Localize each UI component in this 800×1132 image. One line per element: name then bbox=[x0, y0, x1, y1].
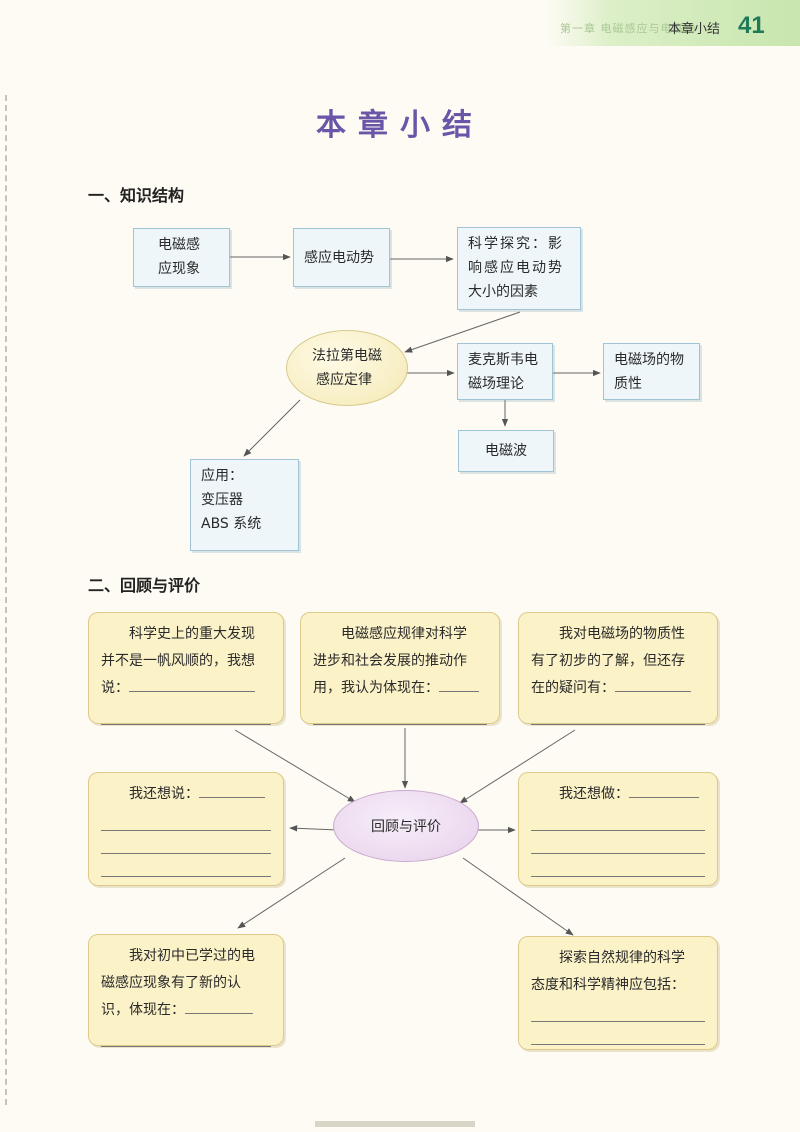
node-applications: 应用： 变压器 ABS 系统 bbox=[190, 459, 299, 551]
arrow-faraday-to-applications bbox=[243, 399, 301, 457]
card-line: 用，我认为体现在： bbox=[313, 680, 439, 696]
node-maxwell-theory: 麦克斯韦电 磁场理论 bbox=[457, 343, 553, 400]
node-line: 电磁场的物 bbox=[614, 352, 684, 368]
card-line: 我对初中已学过的电 bbox=[129, 948, 255, 964]
card-line: 有了初步的了解，但还存 bbox=[531, 653, 685, 669]
arrow-topright-to-center bbox=[459, 729, 576, 804]
arrow-topleft-to-center bbox=[234, 729, 356, 803]
answer-blank[interactable] bbox=[199, 781, 265, 798]
card-line: 探索自然规律的科学 bbox=[559, 950, 685, 966]
answer-blank[interactable] bbox=[629, 781, 699, 798]
node-induced-emf: 感应电动势 bbox=[293, 228, 390, 287]
node-faraday-law: 法拉第电磁 感应定律 bbox=[286, 330, 408, 406]
card-want-to-say: 我还想说： bbox=[88, 772, 284, 886]
card-new-understanding: 我对初中已学过的电 磁感应现象有了新的认 识，体现在： bbox=[88, 934, 284, 1047]
node-line: 大小的因素 bbox=[468, 284, 538, 300]
card-law-promotion: 电磁感应规律对科学 进步和社会发展的推动作 用，我认为体现在： bbox=[300, 612, 500, 725]
answer-blank[interactable] bbox=[439, 675, 479, 692]
answer-line[interactable] bbox=[531, 831, 705, 854]
card-scientific-attitude: 探索自然规律的科学 态度和科学精神应包括： bbox=[518, 936, 718, 1050]
arrow-center-to-botleft bbox=[237, 857, 346, 929]
answer-line[interactable] bbox=[531, 999, 705, 1022]
section-heading-knowledge-structure: 一、知识结构 bbox=[88, 186, 185, 205]
card-history-discovery: 科学史上的重大发现 并不是一帆风顺的，我想 说： bbox=[88, 612, 284, 725]
node-line: 应现象 bbox=[158, 261, 200, 277]
margin-dashed-line bbox=[5, 95, 7, 1105]
card-line: 电磁感应规律对科学 bbox=[341, 626, 467, 642]
card-line: 在的疑问有： bbox=[531, 680, 615, 696]
header-section-name: 本章小结 bbox=[668, 22, 721, 37]
answer-line[interactable] bbox=[101, 831, 271, 854]
card-line: 科学史上的重大发现 bbox=[129, 626, 255, 642]
node-line: 法拉第电磁 bbox=[312, 348, 382, 364]
answer-blank[interactable] bbox=[129, 675, 255, 692]
arrow-inquiry-to-faraday bbox=[404, 311, 521, 353]
review-center-ellipse: 回顾与评价 bbox=[333, 790, 479, 862]
node-material-nature: 电磁场的物 质性 bbox=[603, 343, 700, 400]
footer-bar bbox=[315, 1121, 475, 1127]
card-line: 磁感应现象有了新的认 bbox=[101, 975, 241, 991]
page-number: 41 bbox=[738, 12, 765, 39]
node-line: 感应电动势 bbox=[304, 249, 374, 266]
header-band bbox=[548, 0, 800, 46]
answer-line[interactable] bbox=[101, 702, 271, 725]
card-line: 我对电磁场的物质性 bbox=[559, 626, 685, 642]
header-faint-text: 第一章 电磁感应与电磁场 bbox=[560, 22, 697, 35]
answer-line[interactable] bbox=[101, 854, 271, 877]
answer-line[interactable] bbox=[101, 808, 271, 831]
node-line: 质性 bbox=[614, 376, 642, 392]
card-line: 并不是一帆风顺的，我想 bbox=[101, 653, 255, 669]
card-line: 进步和社会发展的推动作 bbox=[313, 653, 467, 669]
card-line: 态度和科学精神应包括： bbox=[531, 977, 685, 993]
node-line: 电磁波 bbox=[485, 443, 527, 459]
node-line: 科学探究：影 bbox=[468, 236, 564, 252]
card-line: 我还想做： bbox=[559, 786, 629, 802]
answer-blank[interactable] bbox=[615, 675, 691, 692]
card-field-questions: 我对电磁场的物质性 有了初步的了解，但还存 在的疑问有： bbox=[518, 612, 718, 725]
answer-line[interactable] bbox=[531, 854, 705, 877]
node-line: 磁场理论 bbox=[468, 376, 524, 392]
answer-line[interactable] bbox=[313, 702, 487, 725]
answer-line[interactable] bbox=[531, 1022, 705, 1045]
card-line: 我还想说： bbox=[129, 786, 199, 802]
node-line: 变压器 bbox=[201, 492, 243, 508]
node-em-wave: 电磁波 bbox=[458, 430, 554, 472]
section-heading-review: 二、回顾与评价 bbox=[88, 576, 201, 595]
node-line: 电磁感 bbox=[158, 237, 200, 253]
node-line: 应用： bbox=[201, 468, 243, 484]
node-line: 麦克斯韦电 bbox=[468, 352, 538, 368]
answer-line[interactable] bbox=[101, 1024, 271, 1047]
node-line: ABS 系统 bbox=[201, 516, 262, 532]
card-want-to-do: 我还想做： bbox=[518, 772, 718, 886]
answer-line[interactable] bbox=[531, 808, 705, 831]
node-scientific-inquiry: 科学探究：影 响感应电动势 大小的因素 bbox=[457, 227, 581, 310]
arrow-center-to-botright bbox=[462, 857, 574, 936]
chapter-title: 本章小结 bbox=[316, 108, 484, 143]
node-line: 响感应电动势 bbox=[468, 260, 564, 276]
answer-line[interactable] bbox=[531, 702, 705, 725]
answer-blank[interactable] bbox=[185, 997, 253, 1014]
card-line: 识，体现在： bbox=[101, 1002, 185, 1018]
arrow-center-to-midleft bbox=[289, 825, 339, 832]
review-center-label: 回顾与评价 bbox=[371, 819, 441, 835]
node-em-induction-phenomenon: 电磁感 应现象 bbox=[133, 228, 230, 287]
node-line: 感应定律 bbox=[316, 372, 372, 388]
card-line: 说： bbox=[101, 680, 129, 696]
